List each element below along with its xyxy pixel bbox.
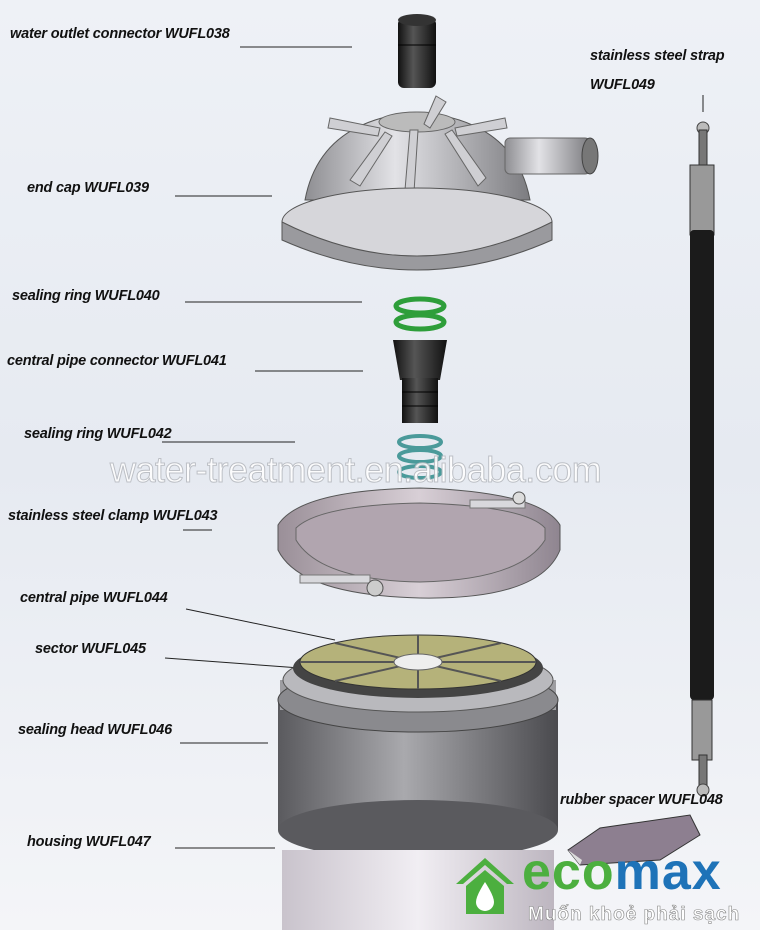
label-housing: housing WUFL047: [27, 834, 151, 850]
label-central-pipe: central pipe WUFL044: [20, 590, 168, 606]
label-strap-code: WUFL049: [590, 77, 655, 93]
label-strap-name: stainless steel strap: [590, 48, 725, 64]
label-end-cap: end cap WUFL039: [27, 180, 149, 196]
clamp-part: [277, 487, 561, 599]
sealing-ring-040-part: [393, 296, 447, 332]
sealing-ring-042-part: [397, 434, 443, 480]
label-sealing-ring-042: sealing ring WUFL042: [24, 426, 172, 442]
strap-part: [689, 121, 715, 797]
logo-max: max: [614, 843, 722, 901]
label-pipe-connector: central pipe connector WUFL041: [7, 353, 227, 369]
ecomax-logo: ecomax Muốn khoẻ phải sạch: [452, 846, 752, 930]
logo-eco: eco: [522, 843, 615, 901]
label-sealing-ring-040: sealing ring WUFL040: [12, 288, 160, 304]
outlet-connector-part: [398, 14, 436, 88]
central-pipe-connector-part: [393, 340, 447, 423]
end-cap-part: [281, 95, 599, 271]
watermark: water-treatment.en.alibaba.com: [109, 449, 602, 490]
house-drop-icon: [456, 858, 514, 914]
sealing-head-part: [277, 634, 559, 860]
label-outlet-connector: water outlet connector WUFL038: [10, 26, 230, 42]
housing-part: [282, 850, 554, 930]
logo-tagline: Muốn khoẻ phải sạch: [528, 904, 741, 926]
label-sealing-head: sealing head WUFL046: [18, 722, 172, 738]
label-rubber-spacer: rubber spacer WUFL048: [560, 792, 723, 808]
label-sector: sector WUFL045: [35, 641, 146, 657]
logo-wordmark: ecomax: [522, 846, 722, 898]
rubber-spacer-part: [567, 814, 701, 866]
leader-lines: [162, 46, 704, 849]
label-clamp: stainless steel clamp WUFL043: [8, 508, 218, 524]
